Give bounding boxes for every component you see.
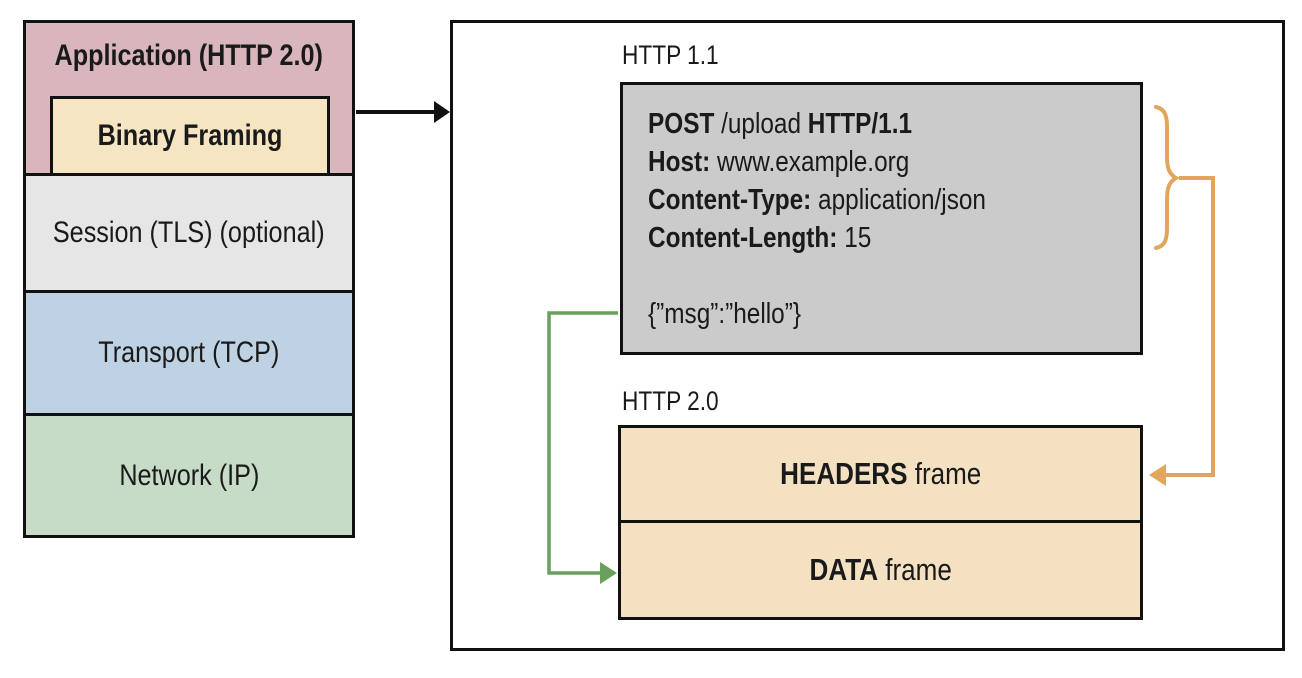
content-length-label: Content-Length: [648,222,838,254]
request-path: /upload [714,108,808,140]
layer-transport: Transport (TCP) [23,290,355,416]
layer-network-label: Network (IP) [118,458,260,492]
http2-frames-box: HEADERS frame DATA frame [618,425,1143,620]
layer-session-label: Session (TLS) (optional) [53,216,325,249]
headers-frame-label: HEADERS frame [779,456,982,491]
host-value: www.example.org [710,146,910,178]
layer-network: Network (IP) [23,413,355,538]
http11-request-box: POST /upload HTTP/1.1 Host: www.example.… [620,82,1143,355]
request-line-content-length: Content-Length: 15 [648,219,1140,257]
content-length-value: 15 [837,222,872,254]
stack-to-panel-arrowhead [434,101,450,123]
request-version: HTTP/1.1 [807,108,913,140]
content-type-label: Content-Type: [648,184,812,216]
http20-title: HTTP 2.0 [622,388,737,415]
http20-title-text: HTTP 2.0 [622,386,719,416]
http11-title-text: HTTP 1.1 [622,40,719,70]
request-line-content-type: Content-Type: application/json [648,181,1140,219]
data-frame-cell: DATA frame [618,520,1143,620]
request-body: {”msg”:”hello”} [648,298,801,330]
headers-frame-cell: HEADERS frame [618,425,1143,523]
request-line-host: Host: www.example.org [648,143,1140,181]
layer-session: Session (TLS) (optional) [23,173,355,293]
binary-framing-label: Binary Framing [97,119,283,152]
data-frame-label: DATA frame [809,552,952,587]
http11-title: HTTP 1.1 [622,42,737,69]
request-line-start: POST /upload HTTP/1.1 [648,105,1140,143]
protocol-stack: Application (HTTP 2.0) Session (TLS) (op… [23,20,355,538]
layer-application-label: Application (HTTP 2.0) [54,39,324,72]
content-type-value: application/json [811,184,986,216]
layer-transport-label: Transport (TCP) [98,336,280,369]
request-method: POST [648,108,715,140]
binary-framing-box: Binary Framing [50,96,330,176]
host-label: Host: [648,146,711,178]
